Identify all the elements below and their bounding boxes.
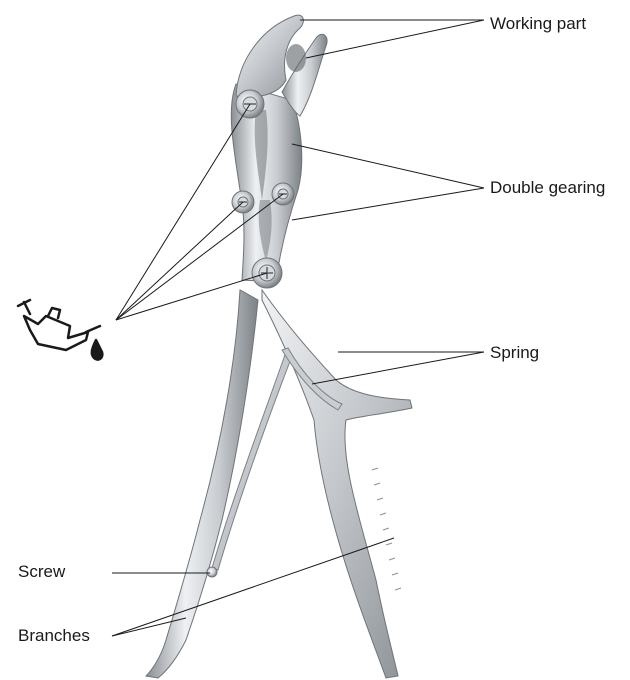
label-branches: Branches — [18, 626, 90, 646]
label-screw: Screw — [18, 562, 65, 582]
oil-can-icon — [18, 300, 102, 360]
label-working-part: Working part — [490, 14, 586, 34]
rongeur-instrument — [146, 15, 412, 678]
label-spring: Spring — [490, 343, 539, 363]
screw-head — [207, 567, 217, 577]
label-double-gearing: Double gearing — [490, 178, 605, 198]
right-branch — [262, 290, 412, 678]
grip-texture — [372, 468, 401, 590]
